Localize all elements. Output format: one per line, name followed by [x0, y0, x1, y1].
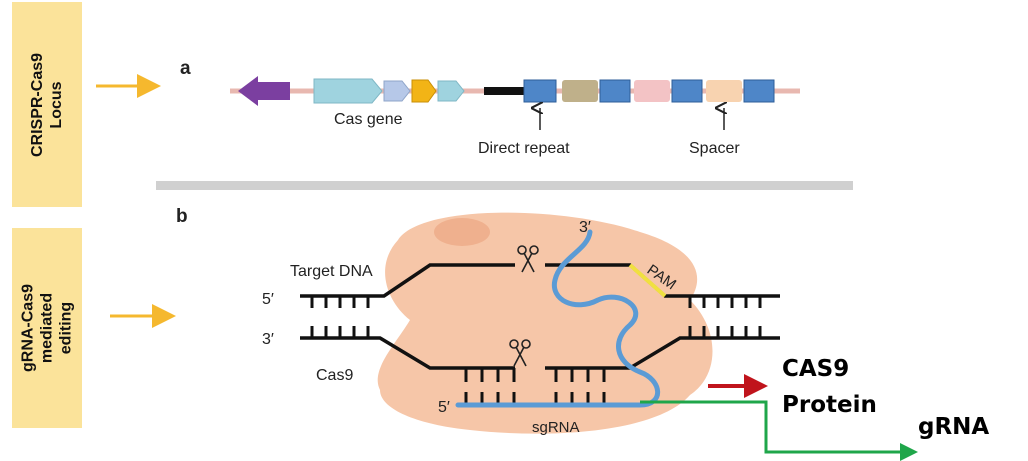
- cas9-protein-label-line2: Protein: [782, 392, 877, 418]
- five-prime-top: 5′: [262, 291, 274, 308]
- purple-gene-arrow: [238, 76, 290, 106]
- cas-gene-block-4: [437, 80, 465, 102]
- dna-top-strand: [300, 263, 515, 298]
- panel-divider: [156, 181, 853, 190]
- rna-three-prime: 3′: [579, 219, 591, 236]
- spacer-3: [706, 80, 742, 102]
- spacer-label: Spacer: [689, 140, 740, 157]
- locus-label-box: CRISPR-Cas9 Locus: [12, 2, 82, 207]
- rna-five-prime: 5′: [438, 399, 450, 416]
- pam-segment: [628, 263, 667, 298]
- repeat-3: [671, 79, 703, 103]
- repeat-4: [743, 79, 775, 103]
- spacer-2: [634, 80, 670, 102]
- direct-repeat-label: Direct repeat: [478, 140, 570, 157]
- scissors-icon: [517, 245, 539, 273]
- three-prime-left: 3′: [262, 331, 274, 348]
- panel-b-letter: b: [176, 206, 188, 227]
- green-arrow: [640, 400, 918, 461]
- editing-label-box: gRNA-Cas9 mediated editing: [12, 228, 82, 428]
- spacer-1: [562, 80, 598, 102]
- leader-sequence: [484, 87, 524, 95]
- cas9-label: Cas9: [316, 367, 353, 384]
- scissors-icon: [509, 339, 531, 367]
- repeat-1: [523, 79, 557, 103]
- panel-a-letter: a: [180, 58, 191, 79]
- crispr-locus: [230, 76, 800, 106]
- sgrna-strand: [455, 229, 661, 408]
- cas9-protein-body: [377, 212, 713, 434]
- cas-gene-block-1: [313, 78, 383, 104]
- sgrna-label: sgRNA: [532, 419, 580, 436]
- grna-label: gRNA: [918, 414, 989, 440]
- target-dna-label: Target DNA: [290, 263, 373, 280]
- cas9-protein-label-line1: CAS9: [782, 356, 849, 382]
- cas-gene-block-3: [411, 79, 437, 103]
- cas-gene-block-2: [383, 80, 411, 102]
- cas9-top-lobe: [434, 218, 490, 246]
- cas-gene-label: Cas gene: [334, 111, 403, 128]
- repeat-2: [599, 79, 631, 103]
